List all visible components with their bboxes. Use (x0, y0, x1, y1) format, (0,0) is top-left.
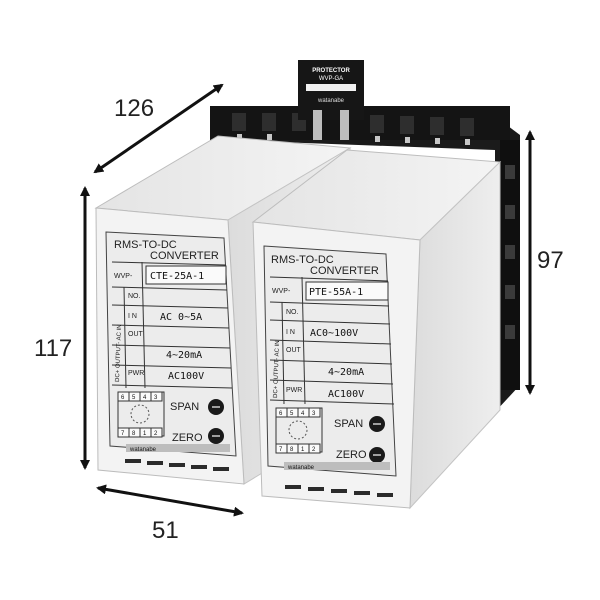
protector-title: PROTECTOR (312, 68, 350, 74)
right-in-label: I N (286, 329, 295, 336)
left-terminal-5: 5 (132, 395, 136, 401)
left-terminal-4: 4 (143, 395, 147, 401)
right-no-label: NO. (286, 309, 299, 316)
dimension-height-side-label: 97 (537, 247, 564, 274)
dimension-width: 51 (96, 484, 244, 544)
left-pwr-label: PWR (128, 370, 144, 377)
right-terminal-1: 1 (301, 447, 305, 453)
right-pwr-label: PWR (286, 387, 302, 394)
right-terminal-3: 3 (312, 411, 316, 417)
left-terminal-2: 2 (154, 431, 158, 437)
dimension-height-front-label: 117 (34, 335, 72, 362)
right-title-1: RMS-TO-DC (271, 254, 334, 266)
right-in-value: AC0~100V (310, 328, 358, 339)
left-zero-label: ZERO (172, 432, 203, 444)
left-terminal-8: 8 (132, 431, 136, 437)
left-brand: watanabe (129, 447, 157, 453)
dimension-width-label: 51 (152, 517, 179, 544)
right-brand: watanabe (287, 465, 315, 471)
right-wvp-label: WVP- (272, 288, 291, 295)
left-terminal-1: 1 (143, 431, 147, 437)
dimension-height-front: 117 (34, 186, 90, 470)
right-zero-label: ZERO (336, 449, 367, 461)
left-in-label: I N (128, 313, 137, 320)
right-terminal-diagram: 6 5 4 3 7 8 1 2 (275, 407, 323, 454)
left-span-label: SPAN (170, 401, 199, 413)
protector-brand: watanabe (317, 98, 345, 104)
left-terminal-3: 3 (154, 395, 158, 401)
left-in-value: AC 0~5A (160, 312, 202, 323)
left-out-value: 4~20mA (166, 350, 202, 361)
right-span-label: SPAN (334, 418, 363, 430)
dimension-depth-label: 126 (114, 95, 154, 122)
left-pwr-value: AC100V (168, 371, 204, 382)
left-terminal-diagram: 6 5 4 3 7 8 1 2 (117, 391, 165, 438)
converter-unit-right: RMS-TO-DC CONVERTER WVP- PTE-55A-1 NO. I… (251, 149, 502, 510)
right-pwr-value: AC100V (328, 389, 364, 400)
right-terminal-6: 6 (279, 411, 283, 417)
left-terminal-6: 6 (121, 395, 125, 401)
right-side-text: DC+ OUTPUT- AC IN (273, 340, 281, 398)
left-terminal-7: 7 (121, 431, 125, 437)
left-out-label: OUT (128, 331, 144, 338)
left-side-text: DC+ OUTPUT- AC IN (115, 324, 123, 382)
right-terminal-4: 4 (301, 411, 305, 417)
left-wvp-label: WVP- (114, 273, 133, 280)
right-terminal-8: 8 (290, 447, 294, 453)
left-title-2: CONVERTER (150, 250, 219, 262)
right-terminal-5: 5 (290, 411, 294, 417)
dimension-depth: 126 (93, 83, 224, 174)
dimension-height-side: 97 (525, 130, 564, 395)
right-terminal-7: 7 (279, 447, 283, 453)
left-no-label: NO. (128, 293, 141, 300)
left-model: CTE-25A-1 (150, 271, 204, 282)
right-model: PTE-55A-1 (309, 287, 363, 298)
left-title-1: RMS-TO-DC (114, 239, 177, 251)
right-terminal-2: 2 (312, 447, 316, 453)
right-out-label: OUT (286, 347, 302, 354)
right-title-2: CONVERTER (310, 265, 379, 277)
protector-module: PROTECTOR WVP-GA watanabe (298, 60, 364, 140)
protector-model: WVP-GA (319, 76, 343, 82)
right-out-value: 4~20mA (328, 367, 364, 378)
